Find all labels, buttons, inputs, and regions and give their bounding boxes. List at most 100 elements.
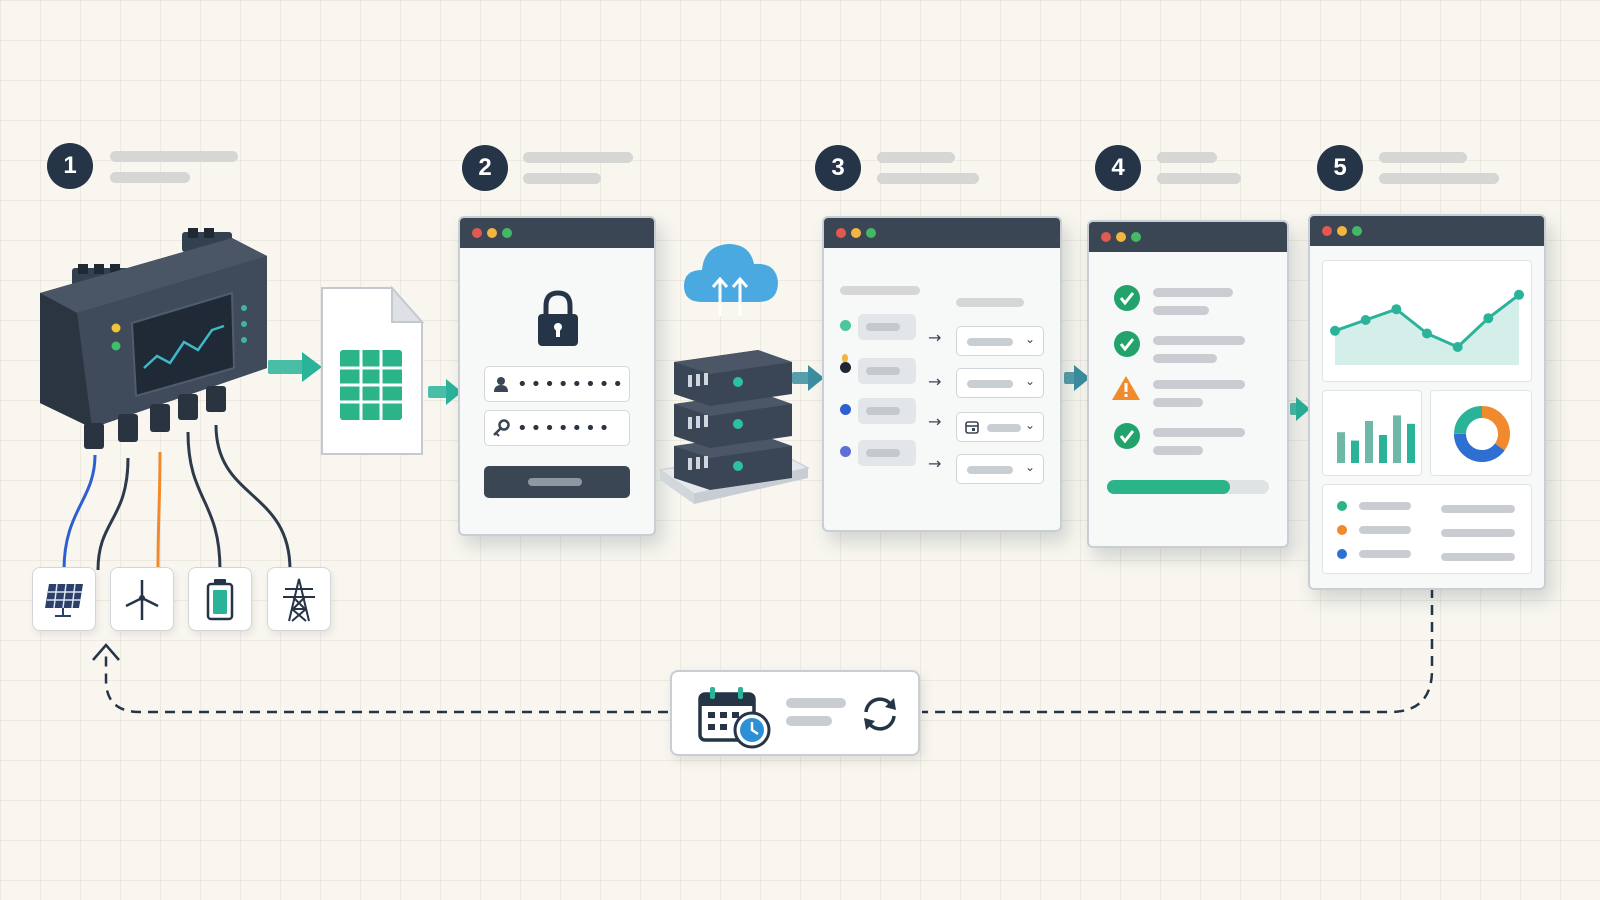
schedule-title-placeholder	[786, 698, 846, 708]
mapping-row-dot	[840, 446, 851, 457]
feedback-loop-right	[922, 588, 1434, 714]
check-circle-icon	[1114, 331, 1140, 357]
donut-chart-panel	[1430, 390, 1532, 476]
mapping-row-dot	[840, 362, 851, 373]
step-5-badge: 5	[1317, 145, 1363, 191]
target-field-select[interactable]: ⌄	[956, 454, 1044, 484]
user-icon	[494, 377, 508, 392]
power-pylon-icon	[283, 578, 315, 622]
flow-arrow-3	[792, 365, 824, 391]
password-field[interactable]: •••••••	[484, 410, 630, 446]
calendar-clock-icon	[698, 687, 771, 749]
line-chart	[1330, 289, 1524, 365]
mapping-row-dot	[840, 320, 851, 331]
minimize-dot[interactable]	[1337, 226, 1347, 236]
step-3-badge: 3	[815, 145, 861, 191]
line-chart-panel	[1322, 260, 1532, 382]
source-field-chip[interactable]	[858, 358, 916, 384]
key-icon	[493, 419, 510, 437]
map-arrow-icon: →	[928, 372, 942, 391]
bar-chart	[1337, 415, 1415, 463]
validation-window	[1087, 220, 1289, 548]
line-chart-point	[1330, 325, 1340, 336]
step-4-badge: 4	[1095, 145, 1141, 191]
minimize-dot[interactable]	[1116, 232, 1126, 242]
bar-chart-bar	[1337, 432, 1345, 463]
bar-chart-panel	[1322, 390, 1422, 476]
mapping-window-titlebar	[824, 218, 1060, 248]
wire-pylon	[214, 424, 292, 571]
server-unit-1	[674, 350, 792, 406]
line-chart-point	[1360, 315, 1371, 325]
password-mask: •••••••	[517, 418, 613, 439]
wire-orange	[156, 451, 162, 571]
login-window: •••••••• •••••••	[458, 216, 656, 536]
battery-icon	[206, 579, 234, 621]
step-1-title-placeholder	[110, 151, 238, 162]
maximize-dot[interactable]	[1131, 232, 1141, 242]
source-field-chip[interactable]	[858, 440, 916, 466]
close-dot[interactable]	[1101, 232, 1111, 242]
mapping-row-dot	[840, 404, 851, 415]
server-stack-icon	[658, 350, 811, 504]
line-chart-point	[1452, 342, 1463, 352]
step-5-title-placeholder	[1379, 152, 1467, 163]
schedule-refresh-card[interactable]	[670, 670, 920, 756]
flow-arrow-2	[428, 379, 462, 405]
username-mask: ••••••••	[517, 374, 626, 395]
map-arrow-icon: →	[928, 328, 942, 347]
check-circle-icon	[1114, 285, 1140, 311]
line-chart-point	[1483, 313, 1494, 324]
cloud-upload-icon	[684, 244, 778, 316]
date-field-select[interactable]: ⌄	[956, 412, 1044, 442]
bar-chart-bar	[1351, 440, 1359, 463]
target-field-select[interactable]: ⌄	[956, 326, 1044, 356]
close-dot[interactable]	[1322, 226, 1332, 236]
donut-slice	[1454, 406, 1510, 462]
chevron-down-icon: ⌄	[1024, 332, 1035, 346]
maximize-dot[interactable]	[866, 228, 876, 238]
step-3-subtitle-placeholder	[877, 173, 979, 184]
dashboard-window-titlebar	[1310, 216, 1544, 246]
mapping-col-target-header	[956, 298, 1024, 307]
username-field[interactable]: ••••••••	[484, 366, 630, 402]
step-2-subtitle-placeholder	[523, 173, 601, 184]
minimize-dot[interactable]	[851, 228, 861, 238]
feedback-loop-left	[104, 650, 668, 714]
line-chart-area	[1335, 294, 1519, 365]
spreadsheet-file-icon	[321, 285, 425, 455]
map-arrow-icon: →	[928, 454, 942, 473]
list-dot	[1337, 525, 1347, 535]
close-dot[interactable]	[836, 228, 846, 238]
chevron-down-icon: ⌄	[1024, 418, 1035, 432]
check-circle-icon	[1114, 423, 1140, 449]
mapping-col-source-header	[840, 286, 920, 295]
step-4-subtitle-placeholder	[1157, 173, 1241, 184]
login-window-titlebar	[460, 218, 654, 248]
step-2-badge: 2	[462, 145, 508, 191]
source-battery	[188, 567, 252, 631]
minimize-dot[interactable]	[487, 228, 497, 238]
mapping-window: → ⌄ → ⌄ → ⌄ → ⌄	[822, 216, 1062, 532]
bar-chart-bar	[1393, 415, 1401, 463]
source-field-chip[interactable]	[858, 398, 916, 424]
line-chart-point	[1422, 328, 1432, 339]
donut-chart	[1454, 406, 1510, 462]
maximize-dot[interactable]	[502, 228, 512, 238]
wire-wind	[96, 457, 130, 571]
source-field-chip[interactable]	[858, 314, 916, 340]
chevron-down-icon: ⌄	[1024, 460, 1035, 474]
step-1-subtitle-placeholder	[110, 172, 190, 183]
refresh-icon[interactable]	[858, 692, 902, 736]
maximize-dot[interactable]	[1352, 226, 1362, 236]
map-arrow-icon: →	[928, 412, 942, 431]
data-logger-icon	[40, 228, 267, 449]
step-2-title-placeholder	[523, 152, 633, 163]
chevron-down-icon: ⌄	[1024, 374, 1035, 388]
close-dot[interactable]	[472, 228, 482, 238]
login-button[interactable]	[484, 466, 630, 498]
target-field-select[interactable]: ⌄	[956, 368, 1044, 398]
list-dot	[1337, 549, 1347, 559]
wire-battery	[186, 431, 222, 571]
